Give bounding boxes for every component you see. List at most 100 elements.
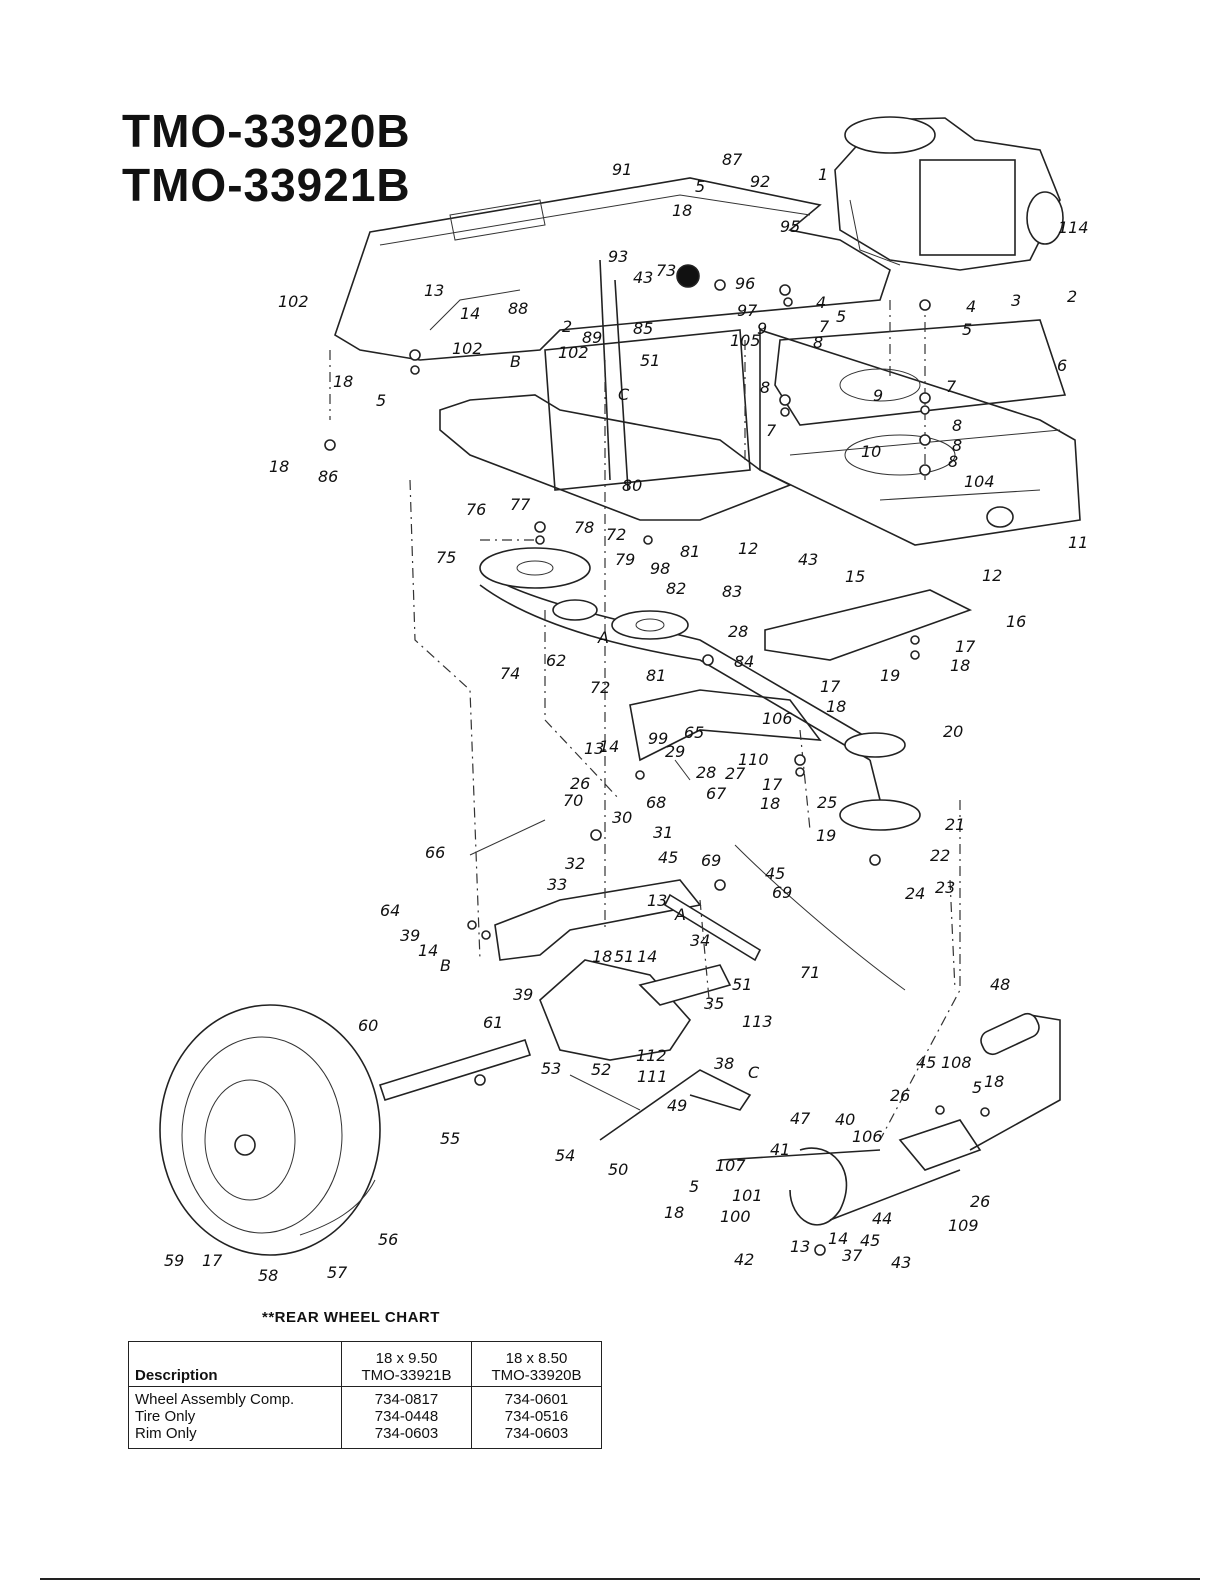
callout-label: 14: [460, 304, 480, 323]
callout-label: 53: [541, 1059, 561, 1078]
callout-label: 96: [735, 274, 755, 293]
callout-label: 45: [860, 1231, 880, 1250]
callout-label: 49: [667, 1096, 687, 1115]
callout-label: 109: [948, 1216, 979, 1235]
description-header: Description: [128, 1341, 342, 1387]
callout-label: 27: [725, 764, 746, 783]
callout-label: 24: [905, 884, 925, 903]
callout-label: 78: [574, 518, 594, 537]
callout-label: 13: [424, 281, 444, 300]
row-label: Tire Only: [135, 1408, 196, 1425]
callout-label: 5: [689, 1177, 699, 1196]
callout-label: 26: [890, 1086, 910, 1105]
table-row: Wheel Assembly Comp. Tire Only Rim Only …: [128, 1386, 602, 1449]
table-header-row: Description 18 x 9.50 TMO-33921B 18 x 8.…: [128, 1341, 602, 1387]
callout-label: 101: [732, 1186, 763, 1205]
callout-label: 57: [327, 1263, 348, 1282]
callout-label: 75: [436, 548, 456, 567]
callout-label: 56: [378, 1230, 398, 1249]
callout-label: 14: [418, 941, 438, 960]
callout-label: C: [748, 1063, 760, 1082]
callout-label: 110: [738, 750, 769, 769]
callout-label: 17: [820, 677, 841, 696]
callout-label: 8: [952, 436, 962, 455]
callout-label: 92: [750, 172, 770, 191]
callout-label: 76: [466, 500, 486, 519]
callout-label: 18: [760, 794, 780, 813]
callout-label: 38: [714, 1054, 734, 1073]
callout-label: A: [597, 628, 609, 647]
callout-label: B: [510, 352, 521, 371]
model-title-2: TMO-33921B: [122, 159, 411, 211]
callout-label: 28: [696, 763, 716, 782]
callout-label: 18: [672, 201, 692, 220]
callout-label: 7: [819, 317, 830, 336]
callout-label: 42: [734, 1250, 754, 1269]
rear-wheel-chart-heading: **REAR WHEEL CHART: [262, 1309, 440, 1326]
callout-label: 9: [757, 319, 767, 338]
callout-label: 37: [842, 1246, 863, 1265]
callout-label: 113: [742, 1012, 773, 1031]
callout-label: 81: [646, 666, 666, 685]
callout-label: 32: [565, 854, 585, 873]
callout-label: 102: [278, 292, 309, 311]
column-size: 18 x 8.50: [505, 1350, 568, 1367]
callout-label: 31: [653, 823, 673, 842]
part-number: 734-0601: [504, 1391, 569, 1408]
column-header: 18 x 9.50 TMO-33921B: [341, 1341, 472, 1387]
callout-label: 66: [425, 843, 445, 862]
callout-label: 14: [599, 737, 619, 756]
callout-label: 4: [816, 293, 826, 312]
callout-label: C: [618, 385, 630, 404]
callout-label: 45: [765, 864, 785, 883]
callout-label: 16: [1006, 612, 1026, 631]
callout-label: 84: [734, 652, 754, 671]
row-label: Rim Only: [135, 1425, 197, 1442]
callout-label: 15: [845, 567, 865, 586]
callout-label: 3: [1011, 291, 1021, 310]
row-labels-cell: Wheel Assembly Comp. Tire Only Rim Only: [128, 1386, 342, 1449]
callout-label: 18: [333, 372, 353, 391]
callout-label: 7: [766, 421, 777, 440]
callout-label: 13: [647, 891, 667, 910]
callout-label: 6: [1057, 356, 1067, 375]
callout-label: 43: [633, 268, 653, 287]
callout-label: 8: [948, 452, 958, 471]
column-header: 18 x 8.50 TMO-33920B: [471, 1341, 602, 1387]
callout-label: 20: [943, 722, 963, 741]
callout-label: 50: [608, 1160, 628, 1179]
callout-label: 26: [570, 774, 590, 793]
column-values-cell: 734-0817 734-0448 734-0603: [341, 1386, 472, 1449]
callout-label: 18: [950, 656, 970, 675]
callout-label: 55: [440, 1129, 460, 1148]
model-title-1: TMO-33920B: [122, 105, 411, 157]
callout-label: 30: [612, 808, 632, 827]
callout-label: 67: [706, 784, 727, 803]
callout-label: 25: [817, 793, 837, 812]
callout-label: 64: [380, 901, 400, 920]
callout-label: 102: [452, 339, 483, 358]
callout-label: 8: [760, 378, 770, 397]
callout-label: 72: [606, 525, 626, 544]
callout-label: 58: [258, 1266, 278, 1285]
callout-label: 89: [582, 328, 602, 347]
callout-label: 69: [701, 851, 721, 870]
callout-label: 2: [1067, 287, 1077, 306]
callout-label: 5: [962, 320, 972, 339]
callout-label: 12: [982, 566, 1002, 585]
callout-label: 2: [562, 317, 572, 336]
callout-label: 106: [762, 709, 793, 728]
callout-label: 80: [622, 476, 642, 495]
callout-label: 52: [591, 1060, 611, 1079]
callout-label: 22: [930, 846, 950, 865]
callout-label: 104: [964, 472, 995, 491]
callout-label: 93: [608, 247, 628, 266]
callout-label: 21: [945, 815, 965, 834]
callout-label: 70: [563, 791, 583, 810]
callout-label: 111: [637, 1067, 668, 1086]
callout-label: 71: [800, 963, 820, 982]
callout-label: 62: [546, 651, 566, 670]
callout-label: 85: [633, 319, 653, 338]
callout-label: 29: [665, 742, 685, 761]
